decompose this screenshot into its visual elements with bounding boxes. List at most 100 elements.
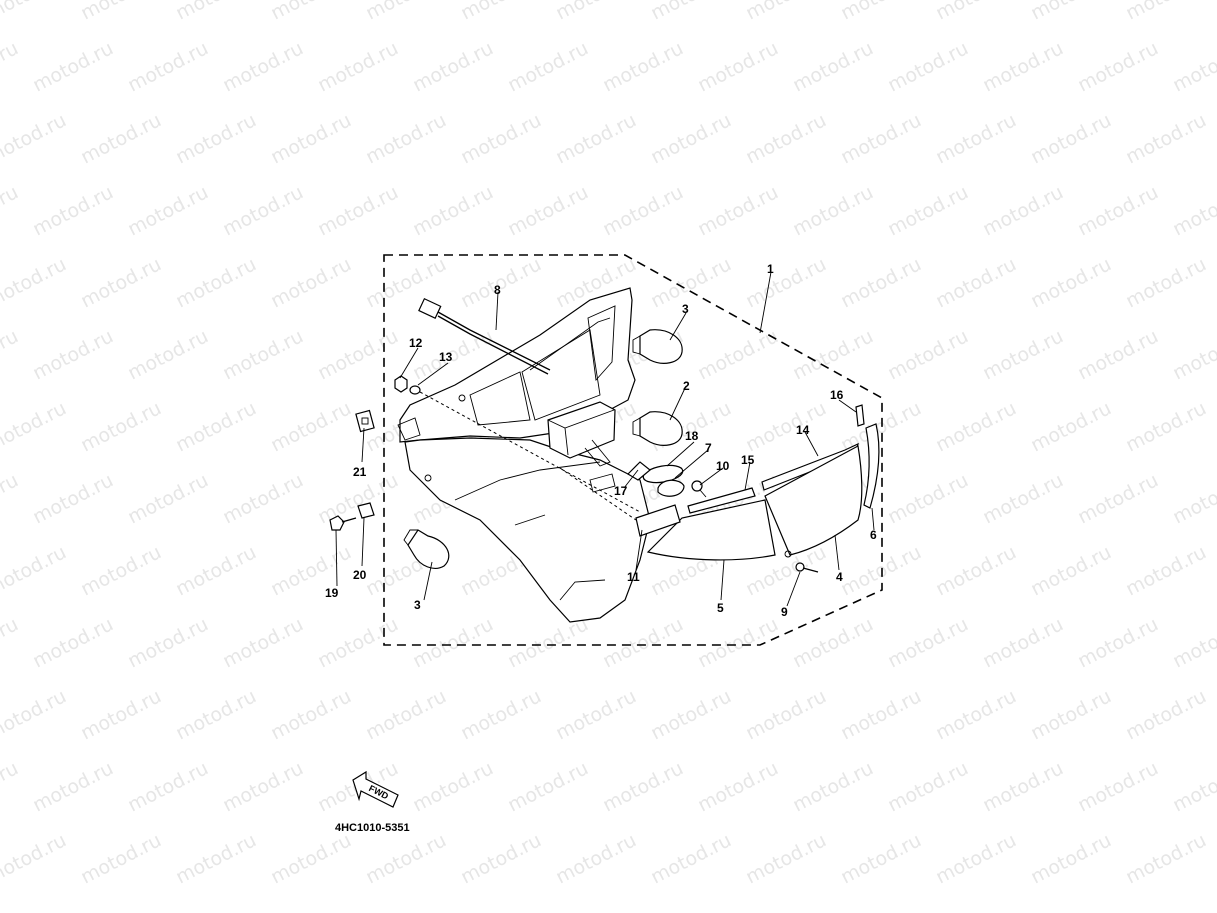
- watermark-text: motod.ru: [77, 685, 165, 744]
- watermark-text: motod.ru: [789, 757, 877, 816]
- callouts: 1 2 3 3 4 5 6 7 8 9 10 11 12 13 14 15 16…: [325, 262, 877, 619]
- watermark-text: motod.ru: [979, 613, 1067, 672]
- watermark-text: motod.ru: [599, 181, 687, 240]
- watermark-text: motod.ru: [457, 0, 545, 24]
- watermark-text: motod.ru: [124, 613, 212, 672]
- watermark-text: motod.ru: [219, 181, 307, 240]
- clip-21: [355, 409, 375, 433]
- collar-20: [357, 502, 375, 519]
- watermark-text: motod.ru: [172, 0, 260, 24]
- watermark-text: motod.ru: [1027, 541, 1115, 600]
- watermark-text: motod.ru: [979, 37, 1067, 96]
- callout-13: 13: [439, 350, 453, 364]
- watermark-text: motod.ru: [0, 37, 22, 96]
- watermark-text: motod.ru: [837, 253, 925, 312]
- watermark-text: motod.ru: [0, 469, 22, 528]
- watermark-text: motod.ru: [172, 541, 260, 600]
- watermark-text: motod.ru: [267, 0, 355, 24]
- watermark-text: motod.ru: [0, 757, 22, 816]
- watermark-text: motod.ru: [124, 757, 212, 816]
- assembly-boundary: [383, 254, 883, 646]
- callout-9: 9: [781, 605, 788, 619]
- watermark-text: motod.ru: [409, 181, 497, 240]
- watermark-text: motod.ru: [1169, 757, 1217, 816]
- watermark-text: motod.ru: [267, 541, 355, 600]
- watermark-text: motod.ru: [1027, 397, 1115, 456]
- callout-2: 2: [683, 379, 690, 393]
- watermark-text: motod.ru: [647, 253, 735, 312]
- watermark-text: motod.ru: [789, 613, 877, 672]
- watermark-text: motod.ru: [599, 37, 687, 96]
- hardware: [329, 375, 421, 531]
- watermark-text: motod.ru: [172, 253, 260, 312]
- watermark-text: motod.ru: [1027, 829, 1115, 888]
- watermark-text: motod.ru: [837, 685, 925, 744]
- bolt-19: [329, 515, 345, 531]
- watermark-text: motod.ru: [267, 253, 355, 312]
- watermark-text: motod.ru: [647, 109, 735, 168]
- watermark-text: motod.ru: [694, 37, 782, 96]
- watermark-text: motod.ru: [0, 253, 70, 312]
- watermark-text: motod.ru: [29, 37, 117, 96]
- watermark-text: motod.ru: [1074, 757, 1162, 816]
- nut-12: [394, 375, 408, 393]
- watermark-text: motod.ru: [314, 181, 402, 240]
- fwd-arrow-icon: FWD: [352, 770, 399, 808]
- callout-12: 12: [409, 336, 423, 350]
- watermark-text: motod.ru: [267, 685, 355, 744]
- watermark-text: motod.ru: [1074, 613, 1162, 672]
- watermark-text: motod.ru: [267, 397, 355, 456]
- watermark-text: motod.ru: [172, 109, 260, 168]
- watermark-text: motod.ru: [124, 37, 212, 96]
- callout-14: 14: [796, 423, 810, 437]
- lens-unit: [627, 404, 880, 573]
- watermark-text: motod.ru: [504, 181, 592, 240]
- callout-19: 19: [325, 586, 339, 600]
- watermark-text: motod.ru: [742, 253, 830, 312]
- watermark-text: motod.ru: [0, 397, 70, 456]
- watermark-text: motod.ru: [457, 253, 545, 312]
- watermark-text: motod.ru: [884, 181, 972, 240]
- callout-10: 10: [716, 459, 730, 473]
- watermark-text: motod.ru: [504, 757, 592, 816]
- watermark-text: motod.ru: [1074, 37, 1162, 96]
- watermark-text: motod.ru: [409, 613, 497, 672]
- watermark-text: motod.ru: [1074, 325, 1162, 384]
- watermark-text: motod.ru: [29, 469, 117, 528]
- leader-lines: [335, 271, 875, 607]
- watermark-text: motod.ru: [742, 0, 830, 24]
- watermark-text: motod.ru: [77, 0, 165, 24]
- watermark-text: motod.ru: [979, 181, 1067, 240]
- watermark-text: motod.ru: [362, 109, 450, 168]
- watermark-text: motod.ru: [1122, 829, 1210, 888]
- watermark-text: motod.ru: [29, 181, 117, 240]
- callout-7: 7: [705, 441, 712, 455]
- callout-21: 21: [353, 465, 367, 479]
- watermark-text: motod.ru: [267, 109, 355, 168]
- watermark-text: motod.ru: [837, 829, 925, 888]
- watermark-text: motod.ru: [1027, 0, 1115, 24]
- diagram-code: 4HC1010-5351: [335, 822, 410, 834]
- watermark-text: motod.ru: [742, 829, 830, 888]
- watermark-text: motod.ru: [172, 397, 260, 456]
- watermark-text: motod.ru: [552, 109, 640, 168]
- watermark-text: motod.ru: [932, 0, 1020, 24]
- watermark-text: motod.ru: [884, 469, 972, 528]
- watermark-text: motod.ru: [0, 109, 70, 168]
- callout-15: 15: [741, 453, 755, 467]
- watermark-text: motod.ru: [552, 685, 640, 744]
- watermark-text: motod.ru: [219, 469, 307, 528]
- callout-17: 17: [614, 484, 628, 498]
- callout-3-lower: 3: [414, 598, 421, 612]
- callout-3-upper: 3: [682, 302, 689, 316]
- watermark-text: motod.ru: [1027, 685, 1115, 744]
- watermark-text: motod.ru: [979, 757, 1067, 816]
- callout-5: 5: [717, 601, 724, 615]
- watermark-text: motod.ru: [219, 613, 307, 672]
- watermark-text: motod.ru: [789, 181, 877, 240]
- watermark-text: motod.ru: [599, 757, 687, 816]
- watermark-text: motod.ru: [267, 829, 355, 888]
- watermark-text: motod.ru: [884, 613, 972, 672]
- watermark-text: motod.ru: [789, 37, 877, 96]
